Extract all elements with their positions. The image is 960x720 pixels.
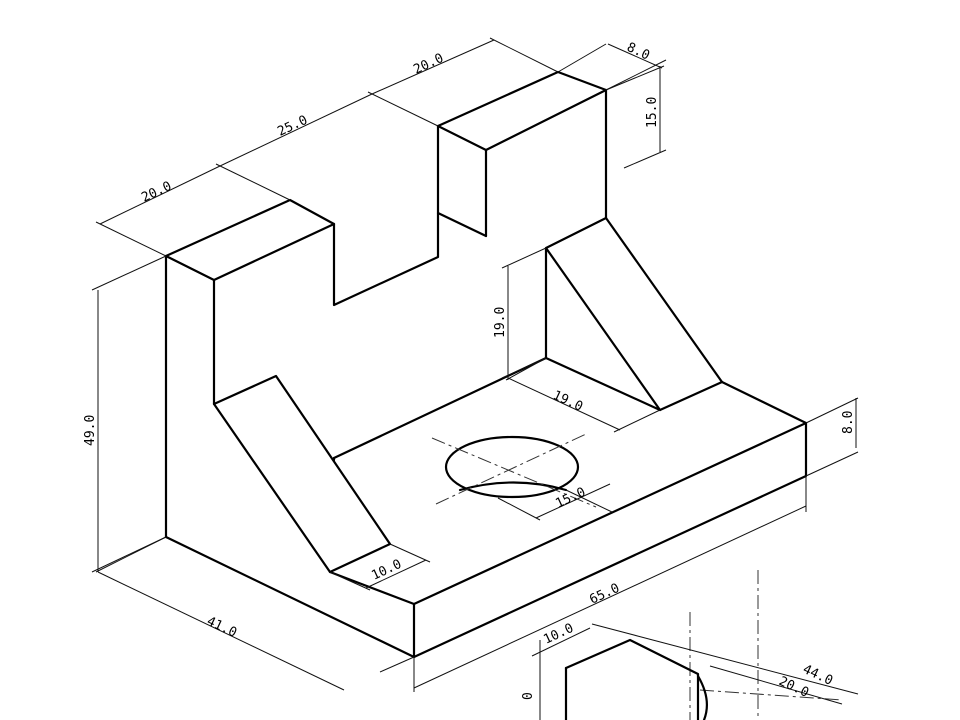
lower-centerline-3	[699, 689, 843, 701]
left-upright-outline	[164, 70, 608, 307]
lower-part-arc	[696, 674, 709, 720]
hole-centerline-b	[435, 433, 587, 505]
dim-label-rib-length: 19.0	[550, 388, 585, 415]
center-lines	[431, 433, 843, 720]
dim-label-rib-height: 19.0	[493, 307, 508, 338]
dim-label-top-depth: 8.0	[624, 40, 652, 64]
right-rib-top	[544, 216, 608, 250]
base-top-outline	[328, 380, 808, 606]
right-rib	[544, 246, 662, 412]
lower-partial-part	[564, 638, 709, 720]
back-wall-base-line	[332, 356, 548, 460]
part-outline	[164, 70, 808, 659]
base-front	[164, 421, 808, 659]
dim-label-rib-thickness: 10.0	[369, 557, 404, 584]
dimension-lines	[91, 37, 859, 720]
dim-label-base-thickness: 8.0	[841, 411, 856, 434]
dim-label-overall-height: 49.0	[83, 415, 98, 446]
dim-label-step-height: 15.0	[645, 97, 660, 128]
hole-centerline-a	[431, 437, 597, 508]
dim-label-top-right-width: 20.0	[411, 51, 446, 78]
left-rib	[212, 374, 392, 574]
hole-inner-edge	[458, 481, 568, 492]
right-rib-outer	[604, 216, 724, 384]
dim-label-top-left-width: 20.0	[139, 179, 174, 206]
lower-part-outline	[564, 638, 700, 720]
left-upright-front-edge	[164, 222, 336, 282]
slot-floor-edge	[436, 211, 488, 238]
hole	[444, 435, 580, 499]
dim-label-lower-cut: 0	[521, 692, 536, 700]
right-rib-foot	[658, 380, 724, 412]
dimension-labels: 20.0 25.0 20.0 8.0 15.0 49.0 19.0 19.0 1…	[83, 40, 856, 701]
dim-label-overall-length: 65.0	[587, 581, 622, 608]
right-block-top	[436, 88, 608, 152]
dim-label-slot-width: 25.0	[275, 113, 310, 140]
dim-label-overall-depth: 41.0	[204, 614, 239, 641]
